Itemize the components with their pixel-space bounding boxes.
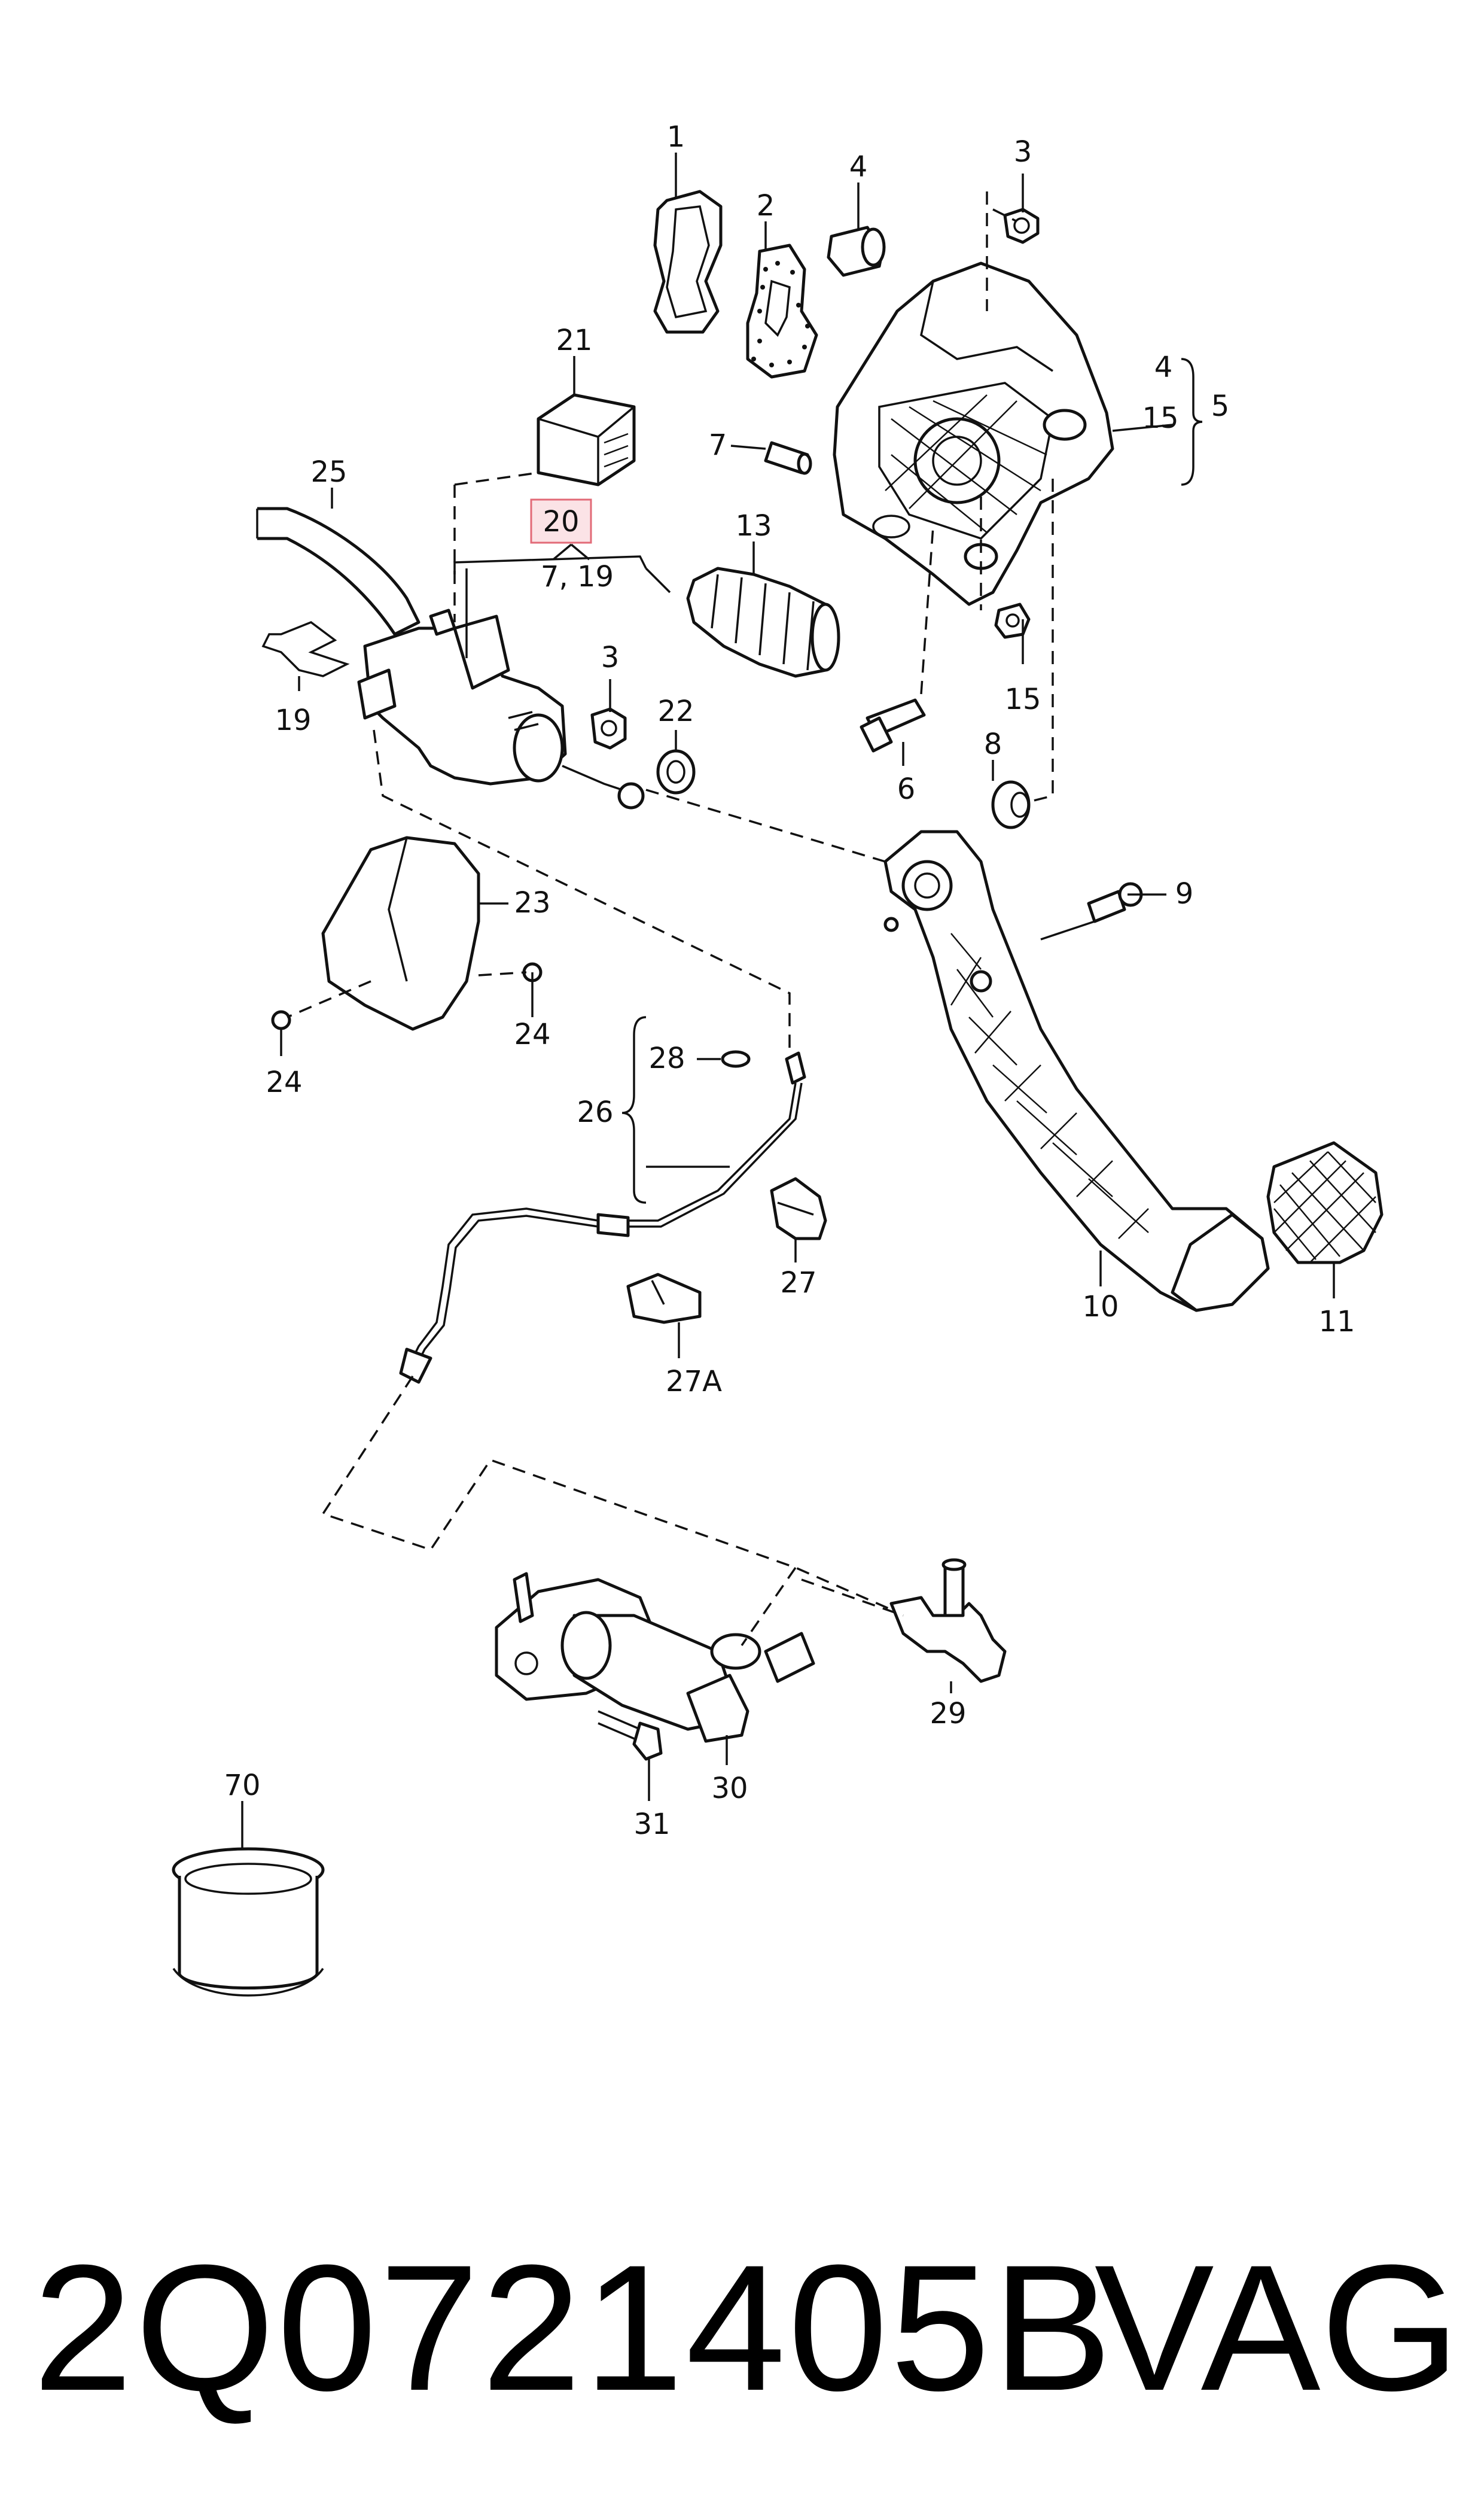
- part-29-t-connector: [889, 1558, 1007, 1683]
- callout-4-top: 4: [849, 150, 868, 184]
- part-10-clutch-pedal: [883, 830, 1270, 1312]
- callout-28: 28: [648, 1042, 685, 1075]
- callout-2: 2: [757, 189, 775, 223]
- callout-31: 31: [633, 1808, 670, 1841]
- callout-20-sub: 7, 19: [541, 560, 614, 594]
- part-3-nut-top: [1003, 208, 1040, 244]
- part-6-stud: [860, 698, 926, 753]
- part-4-bushing: [827, 226, 886, 277]
- callout-10: 10: [1082, 1290, 1119, 1324]
- part-2-perforated-plate: [746, 244, 818, 379]
- part-15-cap: [994, 603, 1031, 639]
- callout-70: 70: [224, 1769, 260, 1802]
- callout-11: 11: [1318, 1305, 1355, 1338]
- brand-text: VAG: [1094, 2227, 1460, 2428]
- callout-labels: 1 2 4 3 4 15 5 7 13 21 20 7, 19 25 19 3 …: [224, 120, 1355, 1841]
- part-30-slave-cylinder: [495, 1572, 815, 1743]
- part-11-pedal-pad: [1266, 1141, 1384, 1264]
- callout-7: 7: [709, 428, 727, 462]
- callout-3-top: 3: [1014, 135, 1032, 169]
- part-25-hose: [256, 507, 420, 636]
- highlight-box-20: [530, 498, 592, 544]
- callout-23: 23: [514, 886, 550, 920]
- callout-27: 27: [780, 1266, 816, 1300]
- callout-24-right: 24: [514, 1018, 550, 1051]
- part-26-hydraulic-line: [399, 1051, 806, 1384]
- callout-3-mid: 3: [601, 641, 620, 674]
- callout-13: 13: [735, 509, 772, 543]
- callout-30: 30: [711, 1772, 748, 1805]
- callout-15-bracket: 15: [1142, 401, 1178, 435]
- part-13-spring-bellows: [686, 567, 840, 678]
- part-8-bushing: [991, 780, 1031, 829]
- callout-26: 26: [577, 1096, 613, 1129]
- assembly-dashed-lines: [287, 191, 1054, 1646]
- callout-27a: 27A: [666, 1365, 722, 1398]
- part-27-holder: [770, 1177, 827, 1240]
- part-19-clip: [261, 621, 350, 677]
- part-21-switch: [537, 393, 636, 486]
- part-31-bolt: [598, 1710, 663, 1761]
- master-cylinder-upper: [357, 609, 645, 810]
- part-1-gasket: [653, 190, 723, 334]
- part-number-text: 2Q0721405B: [33, 2227, 1115, 2428]
- callout-9: 9: [1175, 877, 1194, 911]
- part-28-oring: [721, 1050, 751, 1068]
- part-27a-holder: [626, 1273, 702, 1324]
- callout-22: 22: [657, 695, 694, 728]
- leader-lines: [241, 153, 1335, 1849]
- callout-25: 25: [310, 455, 347, 489]
- callout-24-left: 24: [266, 1066, 302, 1099]
- pedal-bracket: [833, 261, 1114, 606]
- part-22-washer: [656, 749, 696, 795]
- callout-19: 19: [275, 704, 311, 737]
- callout-1: 1: [667, 120, 685, 154]
- callout-21: 21: [556, 324, 592, 357]
- part-7-pin: [764, 441, 812, 475]
- callout-5: 5: [1211, 390, 1230, 423]
- callout-29: 29: [930, 1697, 966, 1730]
- callout-6: 6: [897, 772, 916, 806]
- part-70-ring: [172, 1847, 325, 1997]
- callout-15: 15: [1004, 683, 1041, 716]
- callout-20: 20: [543, 505, 579, 539]
- part-9-bolt: [1087, 882, 1143, 923]
- callout-8: 8: [984, 728, 1002, 761]
- part-23-cover: [321, 836, 480, 1031]
- callout-4-bracket: 4: [1154, 351, 1173, 384]
- part-3-nut-mid: [590, 707, 627, 750]
